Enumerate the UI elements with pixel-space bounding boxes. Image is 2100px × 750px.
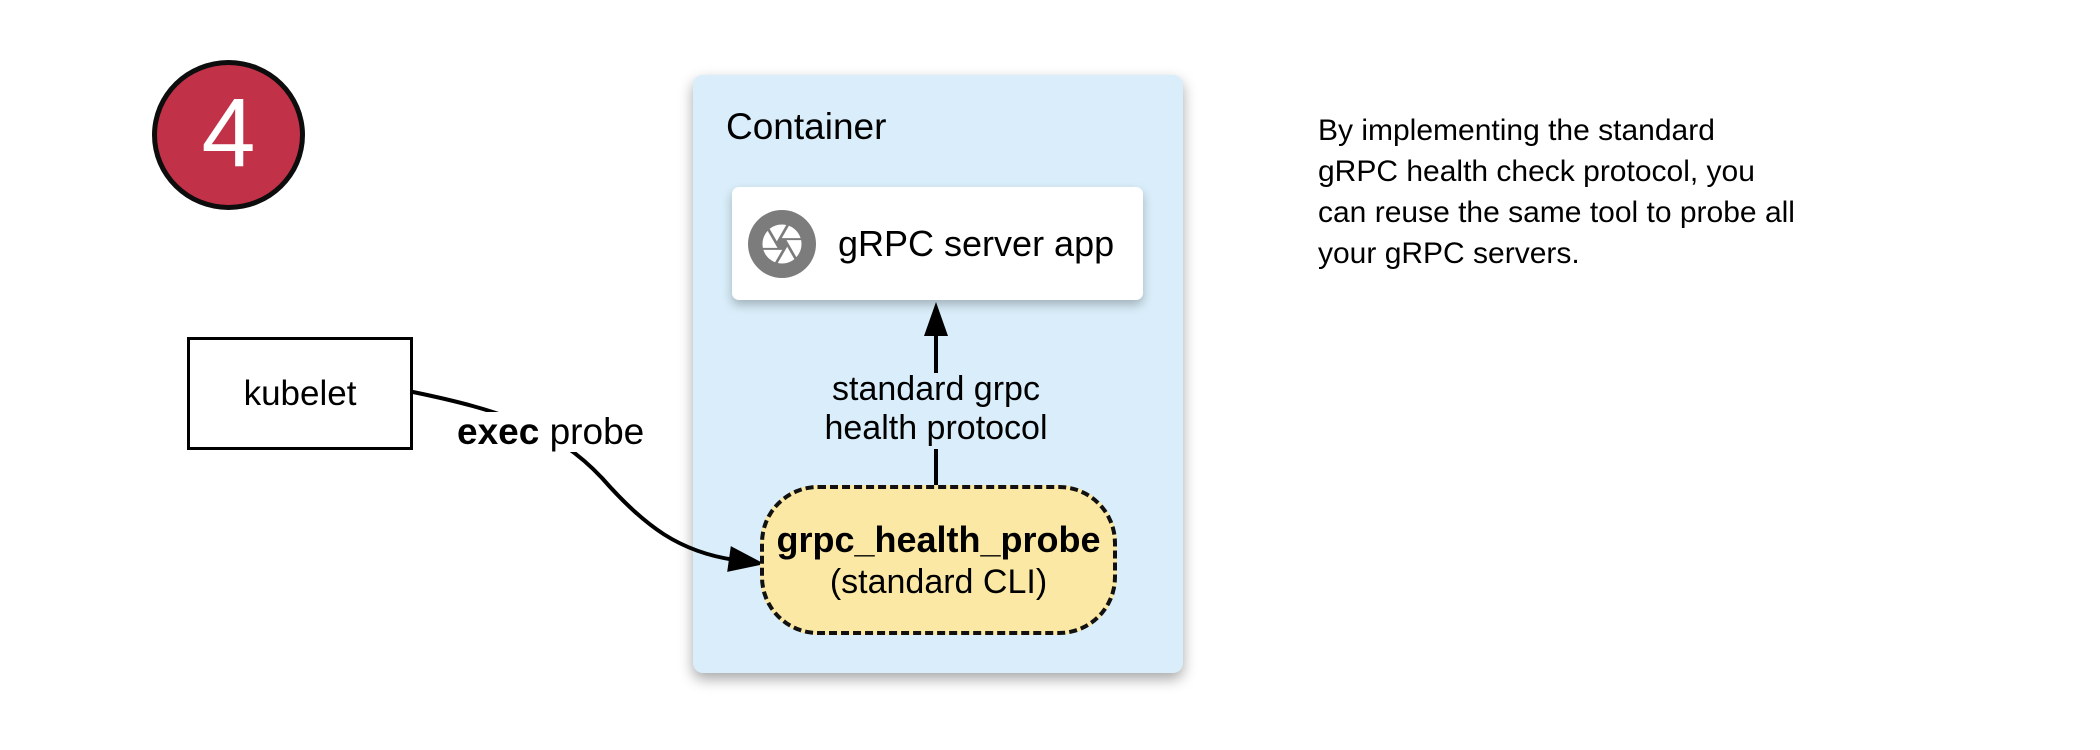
kubelet-box: kubelet bbox=[187, 337, 413, 450]
exec-probe-label-bold: exec bbox=[457, 411, 540, 452]
exec-probe-arrow bbox=[411, 390, 765, 572]
step-badge: 4 bbox=[152, 60, 305, 210]
grpc-health-probe-name: grpc_health_probe bbox=[776, 519, 1101, 560]
exec-probe-label: exec probe bbox=[452, 411, 650, 452]
grpc-server-app-box: gRPC server app bbox=[732, 187, 1143, 300]
protocol-arrow-stem-lower bbox=[934, 449, 938, 487]
grpc-health-probe-pill: grpc_health_probe (standard CLI) bbox=[760, 485, 1117, 635]
container-title: Container bbox=[726, 106, 887, 147]
protocol-arrowhead-icon bbox=[924, 302, 948, 336]
aperture-icon bbox=[748, 209, 816, 278]
grpc-health-probe-subtitle: (standard CLI) bbox=[829, 563, 1048, 601]
protocol-arrow-label: standard grpc health protocol bbox=[824, 370, 1048, 447]
caption-text: By implementing the standard gRPC health… bbox=[1318, 114, 1795, 270]
exec-probe-label-rest: probe bbox=[539, 411, 645, 452]
kubelet-label: kubelet bbox=[243, 373, 357, 413]
protocol-arrow-stem-upper bbox=[934, 333, 938, 373]
step-number: 4 bbox=[201, 77, 256, 187]
exec-probe-arrow-line bbox=[411, 390, 737, 562]
exec-probe-arrowhead-icon bbox=[727, 546, 765, 572]
grpc-server-app-label: gRPC server app bbox=[838, 222, 1115, 264]
